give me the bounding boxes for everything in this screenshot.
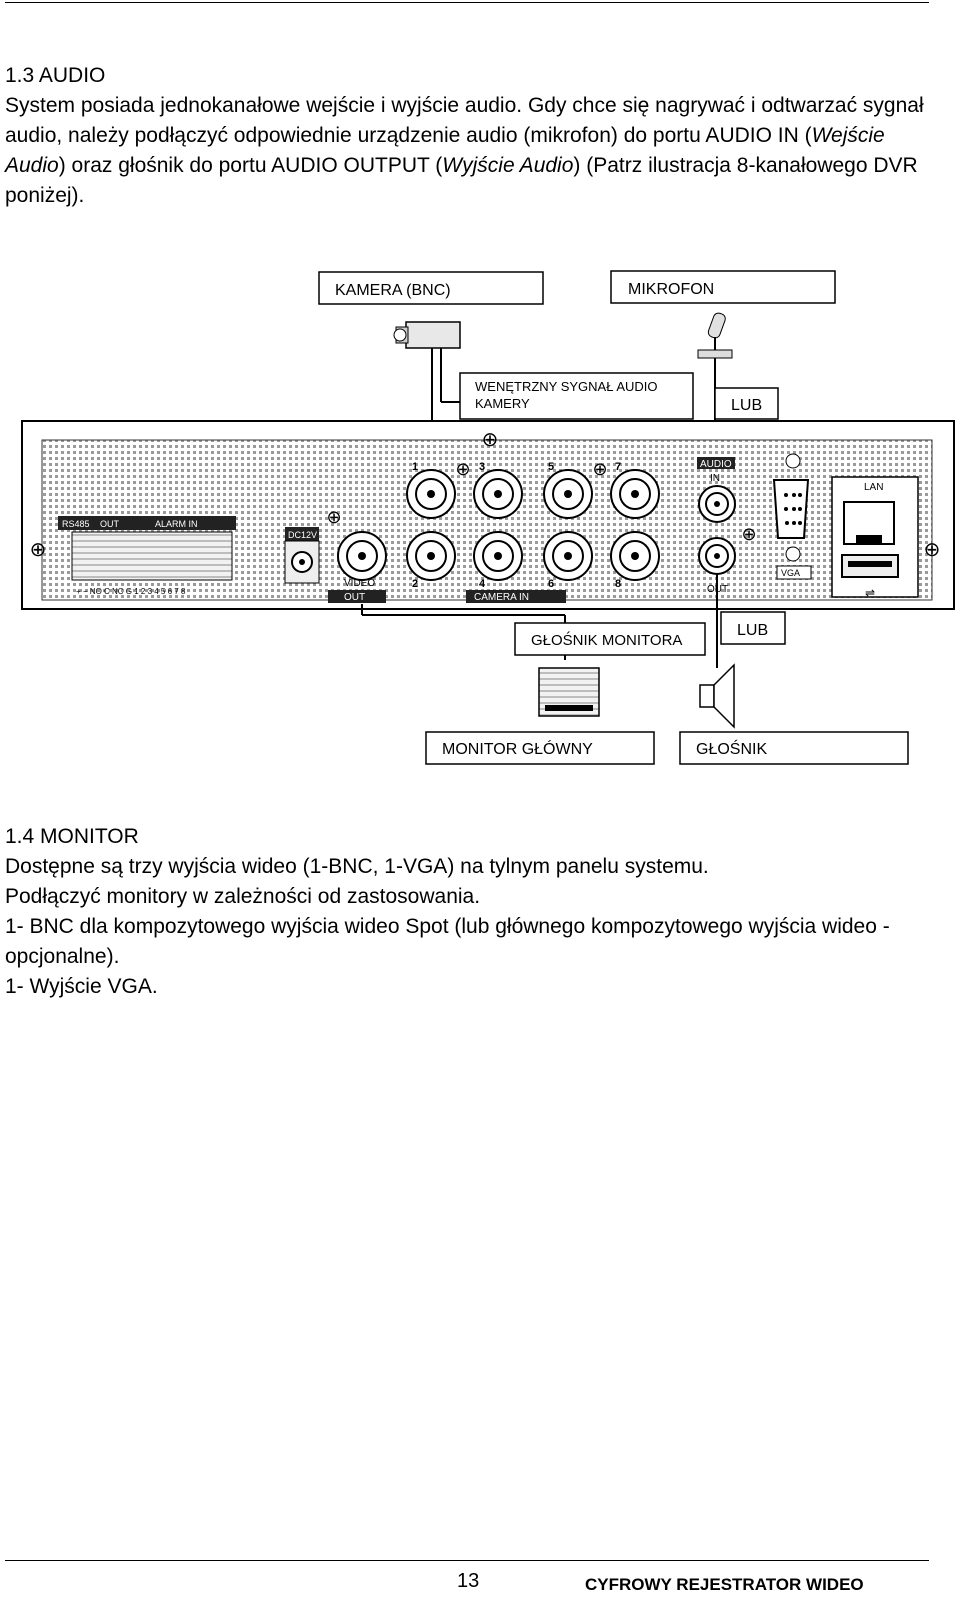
page-number: 13	[457, 1570, 480, 1592]
camera-callout: KAMERA (BNC)	[318, 271, 544, 305]
audio-ports: AUDIO IN OUT ⊕	[697, 457, 757, 595]
ch2-label: 2	[412, 578, 418, 590]
audio-out-port	[698, 537, 736, 575]
alarm-terminal-block: RS485 OUT ALARM IN + − NO C NC G 1 2 3 4…	[58, 516, 236, 596]
audio-in-label-1: AUDIO	[700, 459, 732, 470]
audio-body-italic1: Wejście Audio	[5, 124, 885, 177]
speaker-icon	[699, 663, 735, 729]
footer-rule	[5, 1560, 929, 1561]
screw-icon-2: ⊕	[592, 459, 607, 479]
camera-callout-label: KAMERA (BNC)	[335, 282, 451, 299]
ch5-label: 5	[548, 461, 554, 473]
ch4-label: 4	[479, 578, 486, 590]
dvr-diagram-svg: KAMERA (BNC) MIKROFON WENĘTRZNY SYGNAŁ A…	[21, 270, 955, 765]
microphone-callout: MIKROFON	[610, 270, 836, 304]
dc12v-label: DC12V	[288, 530, 317, 540]
usb-icon: ⇌	[865, 586, 875, 600]
rs485-label: RS485	[62, 519, 90, 529]
video-out-label-1: VIDEO	[344, 578, 375, 589]
or-top-callout: LUB	[714, 387, 779, 420]
main-monitor-label: MONITOR GŁÓWNY	[442, 739, 593, 758]
bnc-ch2	[406, 531, 456, 581]
terminal-numbers-label: + − NO C NC G 1 2 3 4 5 6 7 8	[76, 587, 186, 596]
ch6-label: 6	[548, 578, 554, 590]
bnc-ch4	[473, 531, 523, 581]
speaker-label: GŁOŚNIK	[696, 739, 767, 758]
microphone-callout-label: MIKROFON	[628, 281, 714, 298]
screw-icon-3: ⊕	[326, 507, 341, 527]
ch8-label: 8	[615, 578, 621, 590]
top-rule	[5, 2, 929, 3]
ch3-label: 3	[479, 461, 485, 473]
camera-in-label: CAMERA IN	[474, 592, 529, 603]
footer-title: CYFROWY REJESTRATOR WIDEO	[585, 1575, 864, 1594]
screw-right-icon: ⊕	[924, 539, 941, 561]
audio-body-italic2: Wyjście Audio	[442, 154, 574, 177]
or-bottom-callout: LUB	[720, 611, 786, 645]
ch1-label: 1	[412, 461, 418, 473]
monitor-speaker-callout: GŁOŚNIK MONITORA	[514, 622, 706, 656]
bnc-ch5	[543, 469, 593, 519]
vga-port: VGA	[772, 453, 812, 580]
bnc-ports: 1 3 5 7 2 4 6 8 ⊕ ⊕ ⊕ VIDEO OUT CAMERA I…	[326, 459, 660, 603]
dvr-back-panel: ⊕ ⊕ ⊕ RS485 OUT ALARM IN + − NO C NC G 1…	[21, 420, 955, 610]
monitor-section: 1.4 MONITOR Dostępne są trzy wyjścia wid…	[5, 822, 935, 1002]
speaker-callout: GŁOŚNIK	[679, 731, 909, 765]
screw-top-icon: ⊕	[482, 429, 499, 451]
alarm-in-label: ALARM IN	[155, 519, 198, 529]
monitor-line-2: Podłączyć monitory w zależności od zasto…	[5, 885, 481, 908]
dvr-connection-diagram: KAMERA (BNC) MIKROFON WENĘTRZNY SYGNAŁ A…	[0, 255, 960, 765]
monitor-line-1: Dostępne są trzy wyjścia wideo (1-BNC, 1…	[5, 855, 709, 878]
audio-body: System posiada jednokanałowe wejście i w…	[5, 91, 935, 211]
audio-body-part3: ) (Patrz ilustracja 8-kanałowego DVR pon…	[5, 154, 918, 207]
ch7-label: 7	[615, 461, 621, 473]
screw-icon-4: ⊕	[741, 524, 756, 544]
screw-left-icon: ⊕	[30, 539, 47, 561]
internal-audio-callout: WENĘTRZNY SYGNAŁ AUDIO KAMERY	[459, 372, 694, 420]
vga-label: VGA	[781, 568, 800, 578]
video-out-label-2: OUT	[344, 592, 365, 603]
audio-section: 1.3 AUDIO System posiada jednokanałowe w…	[5, 61, 935, 211]
main-monitor-callout: MONITOR GŁÓWNY	[425, 731, 655, 765]
audio-body-part2: ) oraz głośnik do portu AUDIO OUTPUT (	[58, 154, 443, 177]
audio-body-part1: System posiada jednokanałowe wejście i w…	[5, 94, 924, 147]
bnc-ch1	[406, 469, 456, 519]
monitor-line-4: 1- Wyjście VGA.	[5, 975, 158, 998]
out-label: OUT	[100, 519, 120, 529]
dc12v-port: DC12V	[284, 527, 320, 584]
bnc-ch7	[610, 469, 660, 519]
lan-label: LAN	[864, 482, 883, 493]
bnc-video-out	[337, 531, 387, 581]
lan-usb-ports: LAN ⇌	[831, 476, 919, 600]
audio-in-label-2: IN	[710, 473, 720, 484]
monitor-icon	[538, 667, 600, 717]
audio-heading: 1.3 AUDIO	[5, 64, 106, 87]
or-top-label: LUB	[731, 397, 762, 414]
monitor-speaker-label: GŁOŚNIK MONITORA	[531, 631, 682, 649]
audio-in-port	[698, 485, 736, 523]
internal-audio-label-1: WENĘTRZNY SYGNAŁ AUDIO	[475, 379, 658, 394]
monitor-heading: 1.4 MONITOR	[5, 825, 139, 848]
internal-audio-label-2: KAMERY	[475, 396, 530, 411]
screw-icon-1: ⊕	[455, 459, 470, 479]
monitor-line-3: 1- BNC dla kompozytowego wyjścia wideo S…	[5, 915, 890, 968]
bnc-ch6	[543, 531, 593, 581]
or-bottom-label: LUB	[737, 622, 768, 639]
bnc-ch3	[473, 469, 523, 519]
bnc-ch8	[610, 531, 660, 581]
